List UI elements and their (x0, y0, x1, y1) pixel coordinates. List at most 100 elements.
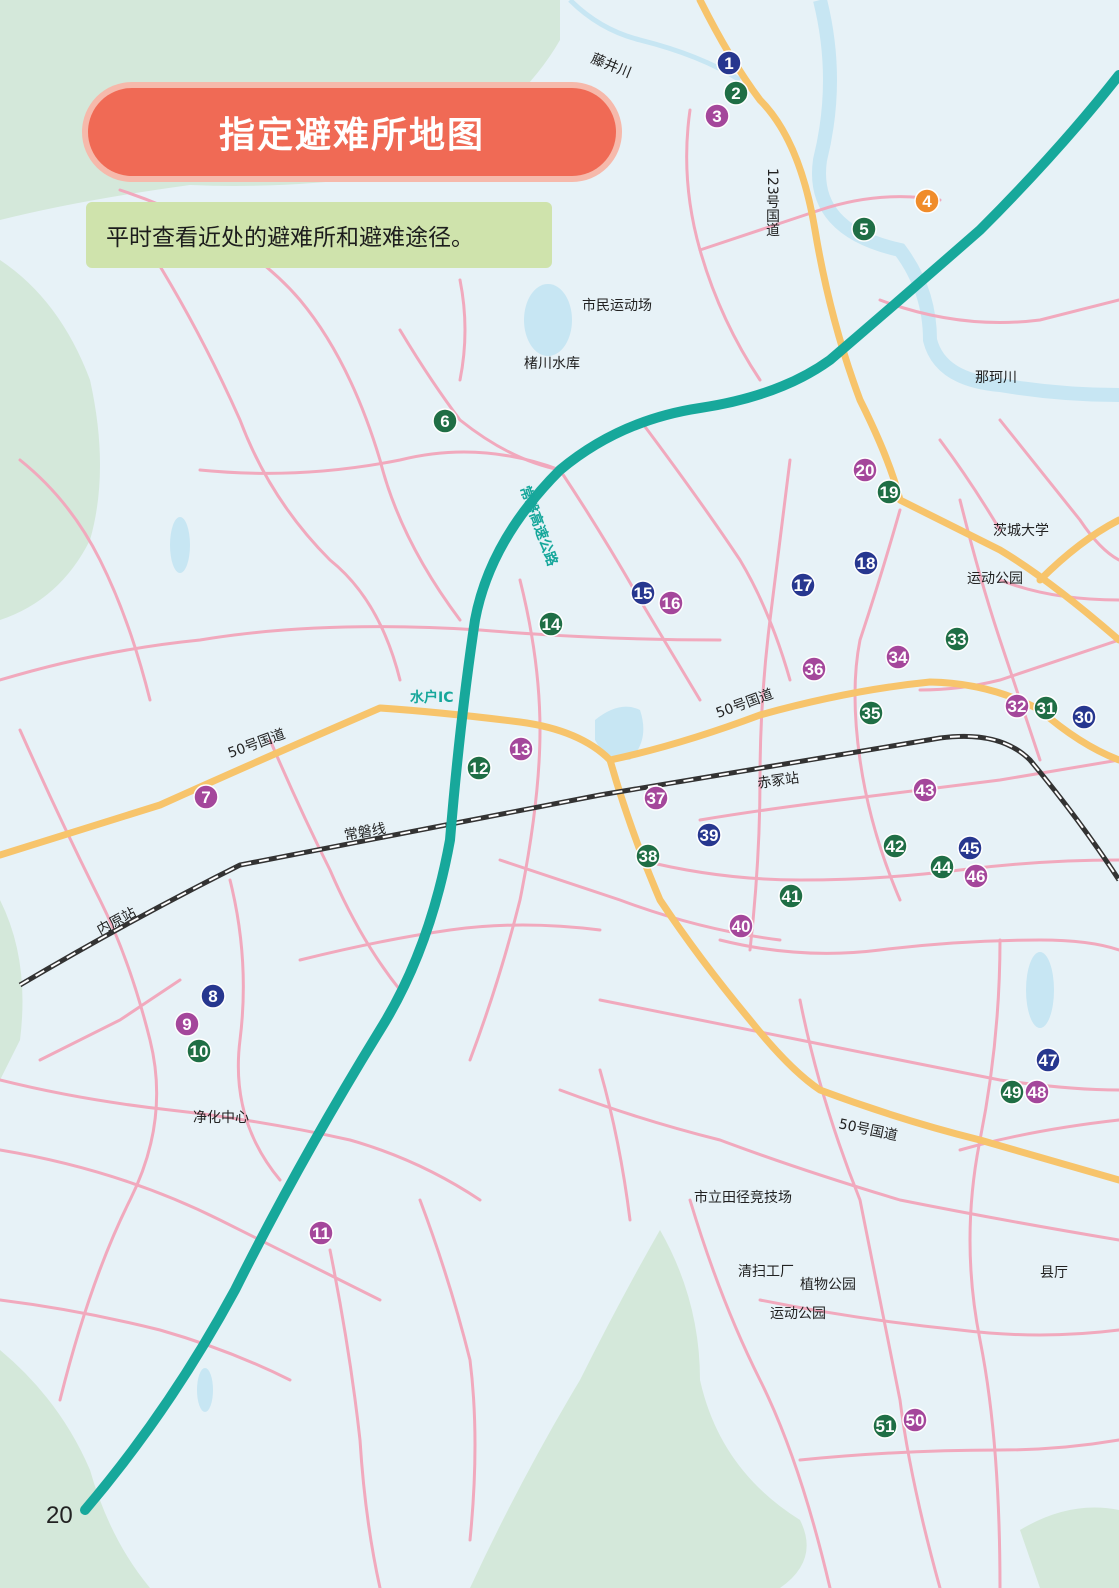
shelter-marker-circle (1024, 1079, 1050, 1105)
shelter-marker-11[interactable]: 11 (308, 1220, 334, 1246)
fujii-river (568, 0, 742, 83)
shelter-marker-19[interactable]: 19 (876, 479, 902, 505)
shelter-marker-circle (778, 883, 804, 909)
shelter-marker-number: 32 (1008, 697, 1027, 716)
shelter-marker-20[interactable]: 20 (852, 457, 878, 483)
shelter-marker-41[interactable]: 41 (778, 883, 804, 909)
shelter-marker-13[interactable]: 13 (508, 736, 534, 762)
shelter-marker-16[interactable]: 16 (658, 590, 684, 616)
shelter-marker-number: 44 (933, 858, 952, 877)
route-50-south (606, 756, 1119, 1184)
shelter-marker-circle (851, 216, 877, 242)
label-purification-center: 净化中心 (193, 1110, 249, 1126)
shelter-marker-46[interactable]: 46 (963, 863, 989, 889)
shelter-marker-number: 41 (782, 887, 801, 906)
pond-south (197, 1368, 213, 1412)
shelter-marker-36[interactable]: 36 (801, 656, 827, 682)
shelter-marker-circle (1033, 695, 1059, 721)
label-naka-river: 那珂川 (975, 370, 1017, 386)
shelter-marker-circle (696, 822, 722, 848)
shelter-marker-51[interactable]: 51 (872, 1413, 898, 1439)
shelter-marker-number: 13 (512, 740, 531, 759)
shelter-marker-number: 7 (201, 788, 210, 807)
shelter-marker-12[interactable]: 12 (466, 755, 492, 781)
shelter-marker-18[interactable]: 18 (853, 550, 879, 576)
shelter-marker-1[interactable]: 1 (716, 50, 742, 76)
label-joban-line: 常磐线 (343, 821, 387, 844)
shelter-marker-37[interactable]: 37 (643, 785, 669, 811)
shelter-marker-30[interactable]: 30 (1071, 704, 1097, 730)
shelter-marker-number: 50 (906, 1411, 925, 1430)
shelter-marker-circle (658, 590, 684, 616)
kusukawa-reservoir (524, 284, 572, 356)
shelter-marker-48[interactable]: 48 (1024, 1079, 1050, 1105)
shelter-marker-49[interactable]: 49 (999, 1079, 1025, 1105)
shelter-marker-number: 1 (724, 54, 733, 73)
label-sports-park-1: 运动公园 (967, 571, 1023, 587)
shelter-marker-50[interactable]: 50 (902, 1407, 928, 1433)
shelter-marker-3[interactable]: 3 (704, 103, 730, 129)
shelter-marker-6[interactable]: 6 (432, 408, 458, 434)
shelter-marker-circle (308, 1220, 334, 1246)
shelter-marker-31[interactable]: 31 (1033, 695, 1059, 721)
shelter-marker-number: 10 (190, 1042, 209, 1061)
shelter-marker-34[interactable]: 34 (885, 644, 911, 670)
shelter-marker-number: 17 (794, 576, 813, 595)
shelter-marker-number: 16 (662, 594, 681, 613)
shelter-marker-10[interactable]: 10 (186, 1038, 212, 1064)
shelter-marker-14[interactable]: 14 (538, 611, 564, 637)
shelter-marker-7[interactable]: 7 (193, 784, 219, 810)
shelter-marker-number: 38 (639, 847, 658, 866)
shelter-marker-40[interactable]: 40 (728, 913, 754, 939)
shelter-marker-45[interactable]: 45 (957, 835, 983, 861)
shelter-marker-circle (858, 700, 884, 726)
shelter-marker-32[interactable]: 32 (1004, 693, 1030, 719)
shelter-marker-number: 8 (208, 987, 217, 1006)
shelter-marker-4[interactable]: 4 (914, 188, 940, 214)
shelter-marker-circle (728, 913, 754, 939)
shelter-marker-number: 46 (967, 867, 986, 886)
shelter-marker-number: 12 (470, 759, 489, 778)
shelter-marker-number: 51 (876, 1417, 895, 1436)
shelter-marker-number: 3 (712, 107, 721, 126)
shelter-marker-5[interactable]: 5 (851, 216, 877, 242)
shelter-marker-circle (193, 784, 219, 810)
shelter-marker-33[interactable]: 33 (944, 626, 970, 652)
water-bodies (170, 0, 1119, 1412)
shelter-marker-circle (801, 656, 827, 682)
shelter-marker-number: 4 (922, 192, 932, 211)
shelter-marker-2[interactable]: 2 (723, 80, 749, 106)
label-route-123: 123号国道 (764, 168, 780, 238)
shelter-marker-number: 2 (731, 84, 740, 103)
shelter-marker-circle (635, 843, 661, 869)
shelter-marker-number: 9 (182, 1015, 191, 1034)
shelter-marker-number: 19 (880, 483, 899, 502)
forest-southeast (1020, 1507, 1119, 1588)
shelter-marker-number: 31 (1037, 699, 1056, 718)
shelter-marker-circle (1004, 693, 1030, 719)
shelter-marker-38[interactable]: 38 (635, 843, 661, 869)
shelter-marker-number: 40 (732, 917, 751, 936)
naka-river (812, 0, 1119, 402)
label-athletics-field: 市立田径竞技场 (694, 1189, 792, 1206)
shelter-marker-8[interactable]: 8 (200, 983, 226, 1009)
shelter-marker-circle (944, 626, 970, 652)
shelter-marker-35[interactable]: 35 (858, 700, 884, 726)
shelter-marker-number: 48 (1028, 1083, 1047, 1102)
shelter-marker-39[interactable]: 39 (696, 822, 722, 848)
shelter-marker-number: 15 (634, 584, 653, 603)
shelter-marker-circle (716, 50, 742, 76)
label-prefectural-office: 县厅 (1040, 1265, 1068, 1281)
shelter-marker-47[interactable]: 47 (1035, 1047, 1061, 1073)
page-number: 20 (46, 1502, 73, 1529)
shelter-marker-number: 45 (961, 839, 980, 858)
shelter-marker-9[interactable]: 9 (174, 1011, 200, 1037)
shelter-marker-44[interactable]: 44 (929, 854, 955, 880)
shelter-marker-circle (902, 1407, 928, 1433)
shelter-marker-42[interactable]: 42 (882, 833, 908, 859)
shelter-marker-number: 49 (1003, 1083, 1022, 1102)
shelter-marker-circle (200, 983, 226, 1009)
shelter-marker-15[interactable]: 15 (630, 580, 656, 606)
shelter-marker-43[interactable]: 43 (912, 777, 938, 803)
shelter-marker-17[interactable]: 17 (790, 572, 816, 598)
